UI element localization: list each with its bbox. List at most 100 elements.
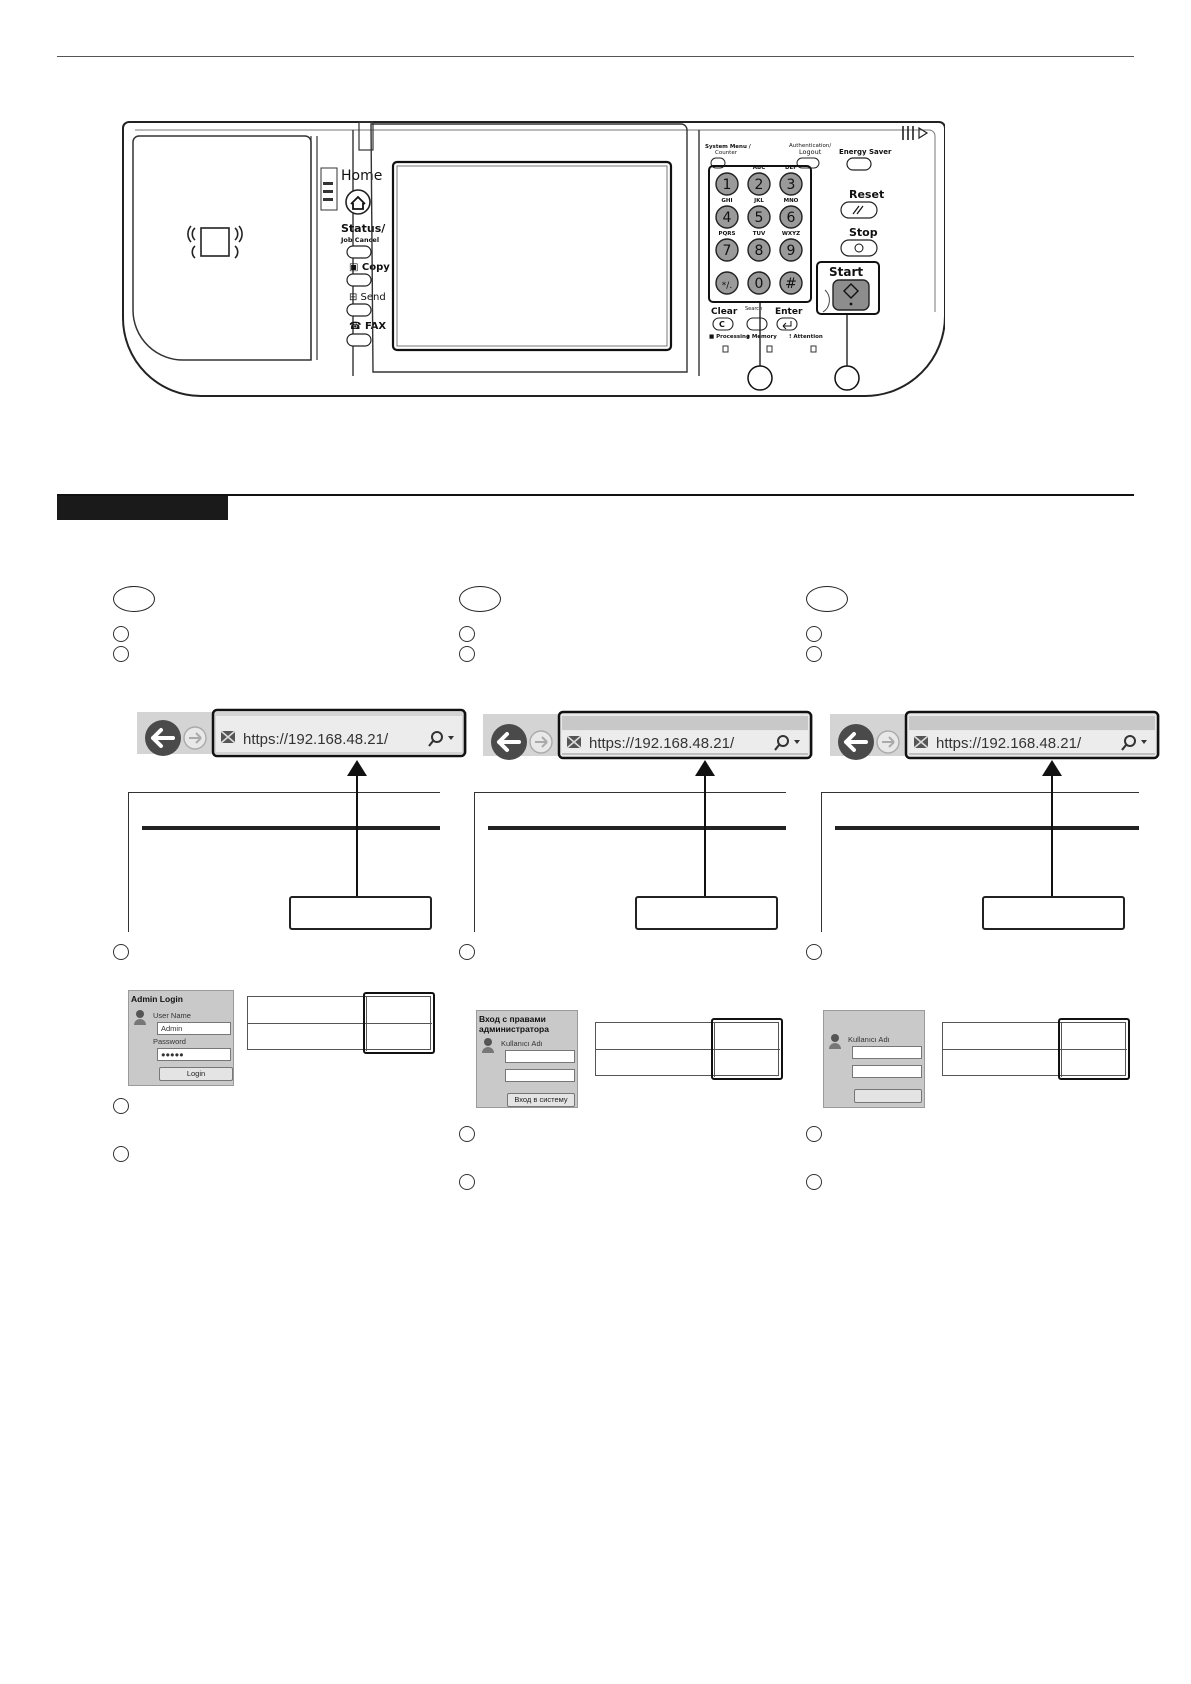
- key-letters: WXYZ: [782, 231, 800, 237]
- address-url[interactable]: https://192.168.48.21/: [243, 731, 389, 748]
- credentials-table: [942, 1022, 1127, 1077]
- browser-address-bar: https://192.168.48.21/: [483, 710, 813, 760]
- address-callout-box: [635, 896, 778, 930]
- login-title: Admin Login: [131, 994, 183, 1004]
- panel-indicator: [902, 126, 929, 140]
- memory-label: ◗ Memory: [747, 334, 777, 340]
- credentials-highlight: [363, 992, 435, 1054]
- keypad-key-label: 2: [755, 177, 764, 193]
- step-number-4: [113, 1098, 129, 1114]
- pointer-arrow-line: [704, 774, 706, 896]
- keypad-key-5[interactable]: [747, 205, 771, 229]
- fax-label: ☎ FAX: [349, 321, 386, 332]
- browser-page-frame: [474, 792, 786, 932]
- chevron-down-icon[interactable]: [448, 736, 454, 740]
- attention-label: ! Attention: [789, 334, 823, 340]
- language-marker: [459, 586, 501, 612]
- site-certificate-icon: [913, 735, 929, 749]
- keypad-key-label: */.: [722, 281, 732, 291]
- search-label: Search: [745, 306, 762, 312]
- user-name-field[interactable]: Admin: [157, 1022, 231, 1035]
- search-icon[interactable]: [777, 735, 789, 747]
- password-field[interactable]: [852, 1065, 922, 1078]
- operation-panel-illustration: Home Status/ Job Cancel ▣ Copy ⊟ Send ☎ …: [121, 120, 945, 402]
- pointer-arrow-head: [1042, 760, 1062, 776]
- credentials-table: [247, 996, 432, 1051]
- address-callout-box: [289, 896, 432, 930]
- language-marker: [113, 586, 155, 612]
- password-field[interactable]: [505, 1069, 575, 1082]
- keypad-key-2[interactable]: [747, 172, 771, 196]
- step-number-2: [113, 646, 129, 662]
- chevron-down-icon[interactable]: [794, 740, 800, 744]
- section-rule: [57, 494, 1134, 496]
- job-cancel-label: Job Cancel: [340, 236, 379, 244]
- search-icon[interactable]: [1124, 735, 1136, 747]
- keypad-key-label: 7: [723, 243, 732, 259]
- home-label: Home: [341, 168, 382, 184]
- user-name-label: Kullanıcı Adı: [501, 1039, 543, 1048]
- language-marker: [806, 586, 848, 612]
- page-rule: [835, 826, 1139, 830]
- keypad-key-4[interactable]: [715, 205, 739, 229]
- step-number-2: [459, 646, 475, 662]
- keypad-key-label: 1: [723, 177, 732, 193]
- start-label: Start: [829, 265, 863, 279]
- password-label: Password: [153, 1037, 186, 1046]
- chevron-down-icon[interactable]: [1141, 740, 1147, 744]
- key-letters: DEF: [785, 165, 797, 171]
- user-name-label: User Name: [153, 1011, 191, 1020]
- keypad-key-1[interactable]: [715, 172, 739, 196]
- credentials-table: [595, 1022, 780, 1077]
- processing-label: ■ Processing: [709, 334, 750, 340]
- address-url[interactable]: https://192.168.48.21/: [589, 735, 735, 752]
- step-number-5: [806, 1174, 822, 1190]
- callout-circle-2: [834, 365, 860, 391]
- login-button[interactable]: Вход в систему: [507, 1093, 575, 1107]
- key-letters: GHI: [721, 198, 732, 204]
- password-field[interactable]: ●●●●●: [157, 1048, 231, 1061]
- enter-label: Enter: [775, 307, 803, 317]
- user-name-field[interactable]: [505, 1050, 575, 1063]
- keypad-key-9[interactable]: [779, 238, 803, 262]
- browser-page-frame: [128, 792, 440, 932]
- step-number-4: [806, 1126, 822, 1142]
- keypad-key-8[interactable]: [747, 238, 771, 262]
- user-name-label: Kullanıcı Adı: [848, 1035, 890, 1044]
- section-tab: [57, 496, 228, 520]
- user-name-field[interactable]: [852, 1046, 922, 1059]
- table-divider: [248, 1023, 432, 1024]
- touch-screen[interactable]: [358, 121, 688, 373]
- start-key-group: Start: [816, 261, 880, 315]
- keypad-key-label: 0: [755, 276, 764, 292]
- step-number-3: [806, 944, 822, 960]
- keypad-key-11[interactable]: [747, 271, 771, 295]
- page-rule: [142, 826, 440, 830]
- system-menu-label: System Menu /: [705, 144, 752, 150]
- key-letters: TUV: [753, 231, 766, 237]
- login-screenshot: Kullanıcı Adı: [823, 1010, 925, 1108]
- keypad-key-12[interactable]: [779, 271, 803, 295]
- browser-address-bar: https://192.168.48.21/: [137, 708, 467, 758]
- pointer-arrow-line: [1051, 774, 1053, 896]
- step-number-4: [459, 1126, 475, 1142]
- login-button[interactable]: [854, 1089, 922, 1103]
- site-certificate-icon: [566, 735, 582, 749]
- keypad-key-7[interactable]: [715, 238, 739, 262]
- address-url[interactable]: https://192.168.48.21/: [936, 735, 1082, 752]
- user-avatar-icon: [829, 1034, 841, 1049]
- function-keys: Home Status/ Job Cancel ▣ Copy ⊟ Send ☎ …: [320, 167, 390, 347]
- key-letters: JKL: [753, 198, 764, 204]
- keypad-key-3[interactable]: [779, 172, 803, 196]
- browser-address-bar: https://192.168.48.21/: [830, 710, 1160, 760]
- keypad-key-10[interactable]: [715, 271, 739, 295]
- pointer-arrow-line: [356, 774, 358, 896]
- top-rule: [57, 56, 1134, 57]
- search-icon[interactable]: [431, 731, 443, 743]
- browser-page-frame: [821, 792, 1139, 932]
- keypad-key-6[interactable]: [779, 205, 803, 229]
- step-number-5: [459, 1174, 475, 1190]
- table-col-divider: [366, 997, 367, 1051]
- login-button[interactable]: Login: [159, 1067, 233, 1081]
